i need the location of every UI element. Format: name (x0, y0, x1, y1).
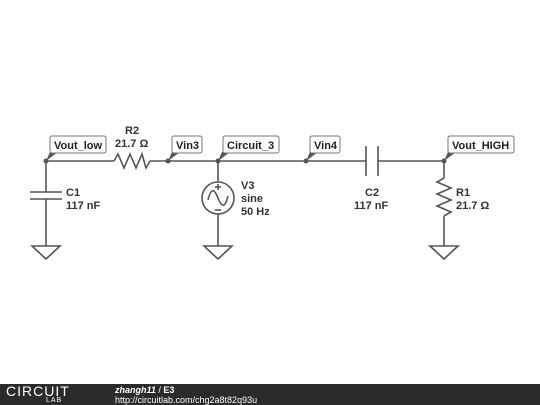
ground-symbol-v3 (201, 245, 235, 261)
c1-name: C1 (66, 187, 80, 199)
net-label-circuit-3[interactable]: Circuit_3 (218, 135, 280, 161)
c2-value: 117 nF (354, 200, 389, 212)
resistor-r1[interactable] (434, 161, 454, 246)
svg-text:Vin4: Vin4 (314, 140, 338, 152)
schematic-canvas: C1 117 nF R2 21.7 Ω V3 sine 50 Hz C2 117… (29, 125, 515, 261)
v3-type: sine (241, 193, 263, 205)
logo-subtext: LAB (46, 397, 63, 405)
ground-symbol-c1 (29, 245, 63, 261)
capacitor-c1[interactable] (30, 161, 62, 246)
r2-value: 21.7 Ω (115, 138, 148, 150)
circuitlab-logo[interactable]: CIRCUIT LAB (6, 384, 96, 405)
v3-frequency: 50 Hz (241, 206, 270, 218)
author-name[interactable]: zhangh11 (115, 385, 156, 395)
c2-name: C2 (365, 187, 379, 199)
net-label-vout-high[interactable]: Vout_HIGH (444, 135, 515, 161)
r1-name: R1 (456, 187, 470, 199)
circuit-url[interactable]: http://circuitlab.com/chg2a8t82q93u (115, 395, 258, 405)
r2-name: R2 (125, 125, 139, 137)
author-line: zhangh11 / E3 (115, 385, 174, 395)
net-label-vout-low[interactable]: Vout_low (46, 135, 107, 161)
capacitor-c2[interactable] (365, 146, 379, 176)
svg-text:Vout_HIGH: Vout_HIGH (452, 140, 509, 152)
svg-text:Vout_low: Vout_low (54, 140, 103, 152)
svg-text:Circuit_3: Circuit_3 (227, 140, 274, 152)
net-label-vin3[interactable]: Vin3 (168, 135, 203, 161)
title-separator: / (158, 385, 161, 395)
c1-value: 117 nF (66, 200, 101, 212)
v3-name: V3 (241, 180, 254, 192)
resistor-r2[interactable] (113, 151, 151, 171)
svg-text:Vin3: Vin3 (176, 140, 199, 152)
footer-bar: CIRCUIT LAB zhangh11 / E3 http://circuit… (0, 384, 540, 405)
net-label-vin4[interactable]: Vin4 (306, 135, 341, 161)
circuit-title[interactable]: E3 (163, 385, 175, 395)
r1-value: 21.7 Ω (456, 200, 489, 212)
voltage-source-v3[interactable] (201, 161, 235, 246)
ground-symbol-r1 (427, 245, 461, 261)
logo-text: CIRCUIT (6, 383, 70, 399)
